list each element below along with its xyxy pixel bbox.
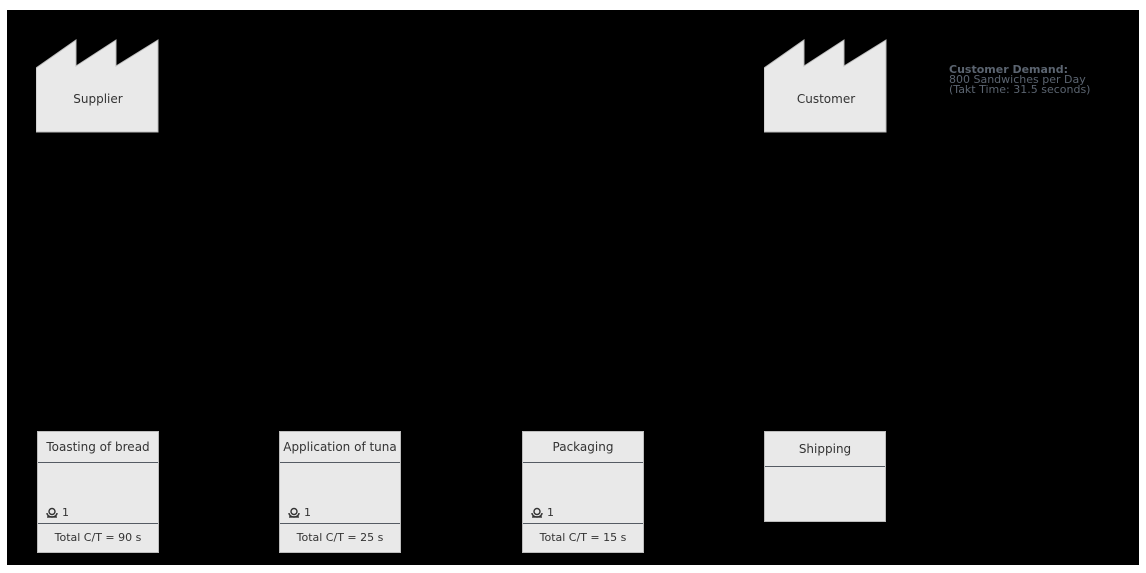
customer-factory: Customer — [764, 38, 888, 134]
operator-count-value: 1 — [547, 506, 554, 519]
supplier-factory: Supplier — [36, 38, 160, 134]
process-title: Application of tuna — [280, 432, 400, 463]
process-title: Toasting of bread — [38, 432, 158, 463]
customer-label: Customer — [796, 92, 856, 106]
process-cycle-time: Total C/T = 25 s — [280, 523, 400, 552]
diagram-canvas: Supplier Customer Customer Demand: 800 S… — [7, 10, 1139, 565]
process-body: 1 — [38, 463, 158, 523]
process-body: 1 — [280, 463, 400, 523]
operator-icon — [288, 507, 300, 518]
process-box-toasting: Toasting of bread 1 Total C/T = 90 s — [37, 431, 159, 553]
process-box-tuna: Application of tuna 1 Total C/T = 25 s — [279, 431, 401, 553]
operator-count: 1 — [288, 506, 311, 519]
process-body: 1 — [523, 463, 643, 523]
operator-count-value: 1 — [62, 506, 69, 519]
process-title: Packaging — [523, 432, 643, 463]
operator-count: 1 — [531, 506, 554, 519]
operator-count: 1 — [46, 506, 69, 519]
process-body — [765, 467, 885, 521]
customer-demand-note: Customer Demand: 800 Sandwiches per Day … — [949, 63, 1091, 96]
customer-demand-title: Customer Demand: — [949, 63, 1069, 76]
process-box-packaging: Packaging 1 Total C/T = 15 s — [522, 431, 644, 553]
factory-icon — [764, 39, 887, 133]
supplier-label: Supplier — [73, 92, 123, 106]
process-box-shipping: Shipping — [764, 431, 886, 522]
process-title: Shipping — [765, 432, 885, 467]
process-cycle-time: Total C/T = 90 s — [38, 523, 158, 552]
process-cycle-time: Total C/T = 15 s — [523, 523, 643, 552]
operator-count-value: 1 — [304, 506, 311, 519]
customer-demand-takt-time: (Takt Time: 31.5 seconds) — [949, 83, 1091, 96]
operator-icon — [46, 507, 58, 518]
customer-demand-quantity: 800 Sandwiches per Day — [949, 73, 1086, 86]
operator-icon — [531, 507, 543, 518]
factory-icon — [36, 39, 159, 133]
